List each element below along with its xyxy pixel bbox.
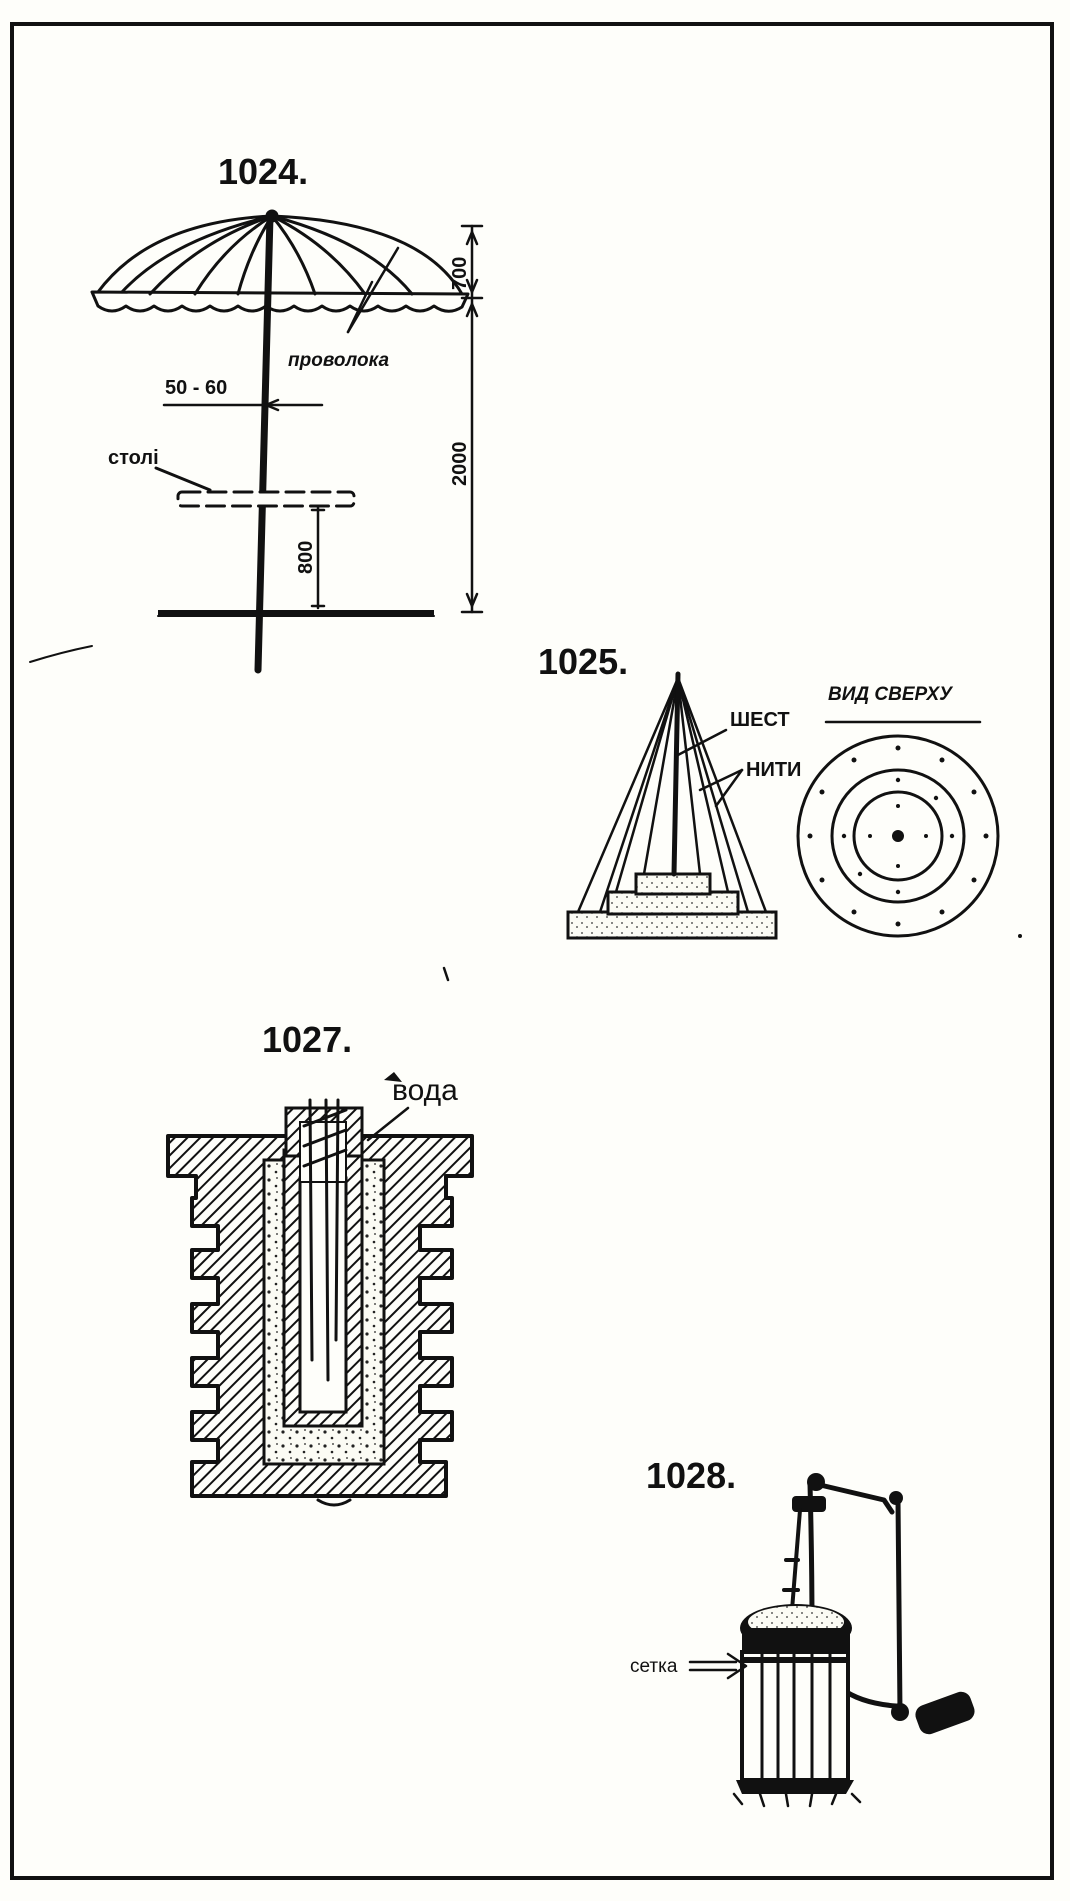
page-frame: [10, 22, 1054, 1880]
ground-line: [157, 610, 435, 617]
scan-speck-2: [442, 966, 450, 982]
figure-1028-number: 1028.: [646, 1455, 736, 1496]
scan-speck: [1018, 934, 1022, 938]
water-drop-mark: [384, 1072, 402, 1082]
figure-1027-number: 1027.: [262, 1019, 352, 1060]
vessel-base-tab: [316, 1498, 352, 1507]
table-dimension: [310, 506, 326, 610]
label-pole: ШЕСТ: [730, 709, 790, 731]
top-view-circles: [796, 734, 1000, 938]
figure-1024: 1024.: [29, 151, 484, 674]
pole-pointer: [674, 728, 728, 758]
scan-mark: [29, 645, 93, 663]
pole-width-marker: [162, 398, 324, 412]
cone-threads: [576, 676, 768, 914]
label-water: вода: [392, 1074, 458, 1107]
cone-bases: [566, 872, 778, 940]
figure-1025: 1025. ШЕСТ: [442, 641, 1022, 982]
vessel-rods: [302, 1098, 348, 1382]
hanging-chain: [782, 1508, 802, 1612]
height-dimensions: [460, 224, 484, 614]
table-top: [154, 466, 356, 508]
label-table: столі: [108, 447, 159, 469]
dim-table: 800: [295, 541, 317, 574]
figure-1027: 1027. вода: [166, 1019, 474, 1507]
mesh-pointer: [688, 1652, 748, 1680]
frame-clamp: [792, 1473, 903, 1512]
wire-pointers: [346, 246, 400, 334]
cage-body: [732, 1650, 862, 1808]
dim-height: 2000: [449, 442, 471, 487]
cone-pole: [671, 671, 681, 877]
threads-pointers: [698, 768, 744, 808]
label-threads: НИТИ: [746, 759, 801, 781]
water-pointer: [366, 1106, 410, 1142]
label-mesh: сетка: [630, 1656, 678, 1677]
label-pole-width: 50 - 60: [165, 377, 227, 399]
umbrella-pole: [254, 212, 274, 674]
label-top-view: ВИД СВЕРХУ: [828, 684, 954, 705]
dim-top: 700: [449, 257, 471, 290]
umbrella-canopy: [90, 209, 470, 313]
vessel-cavity: [298, 1176, 348, 1414]
figure-1025-number: 1025.: [538, 641, 628, 682]
frame-knob: [891, 1691, 975, 1735]
cage-top-mesh: [740, 1604, 852, 1654]
label-wire: проволока: [288, 350, 389, 371]
figure-1024-number: 1024.: [218, 151, 308, 192]
figure-1028: 1028.: [630, 1455, 975, 1808]
